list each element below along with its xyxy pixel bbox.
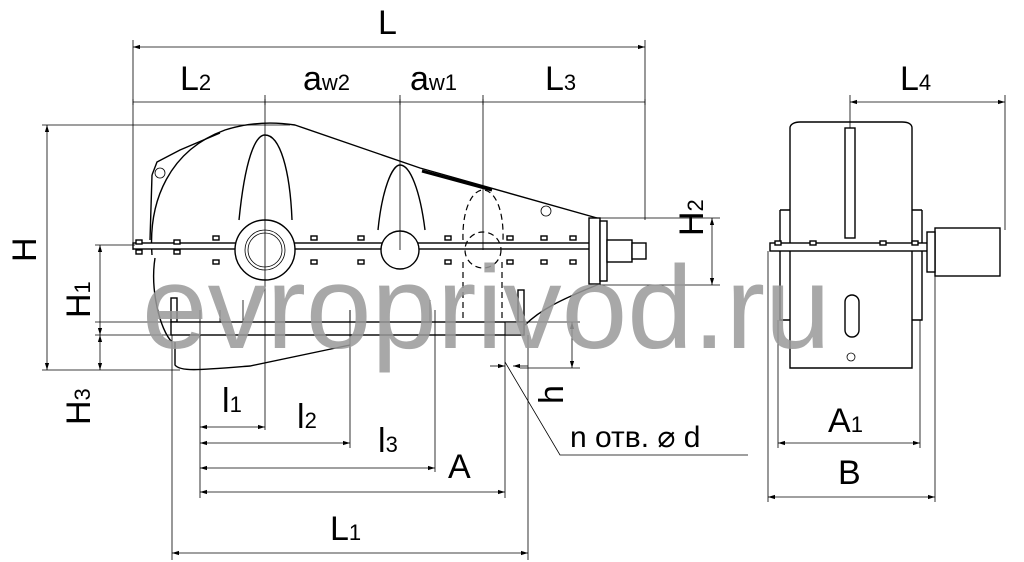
dimension-lines bbox=[44, 44, 1005, 556]
label-H2: H2 bbox=[673, 199, 711, 236]
label-L2: L2 bbox=[180, 60, 211, 98]
side-view-housing bbox=[769, 121, 1001, 369]
dimension-labels: L L2 aw2 aw1 L3 L4 H H1 H3 H2 h l1 l2 l3… bbox=[6, 4, 931, 548]
label-L1: L1 bbox=[330, 510, 361, 548]
label-L3: L3 bbox=[545, 60, 576, 98]
flange-bolts bbox=[135, 235, 577, 265]
label-h: h bbox=[533, 385, 571, 404]
watermark: evroprivod.ru bbox=[142, 242, 831, 374]
label-l1: l1 bbox=[222, 382, 242, 420]
mounting-holes-note: n отв. ⌀ d bbox=[570, 421, 700, 454]
label-H1: H1 bbox=[60, 281, 98, 318]
label-H: H bbox=[6, 237, 44, 262]
label-A: A bbox=[448, 448, 471, 486]
label-aw2: aw2 bbox=[303, 60, 350, 98]
label-H3: H3 bbox=[60, 388, 98, 425]
label-l2: l2 bbox=[297, 398, 317, 436]
label-l3: l3 bbox=[378, 422, 398, 460]
label-aw1: aw1 bbox=[410, 60, 457, 98]
label-B: B bbox=[838, 454, 861, 492]
label-L4: L4 bbox=[900, 60, 931, 98]
label-A1: A1 bbox=[828, 402, 863, 440]
label-L: L bbox=[378, 4, 397, 42]
extension-lines bbox=[42, 40, 1006, 560]
